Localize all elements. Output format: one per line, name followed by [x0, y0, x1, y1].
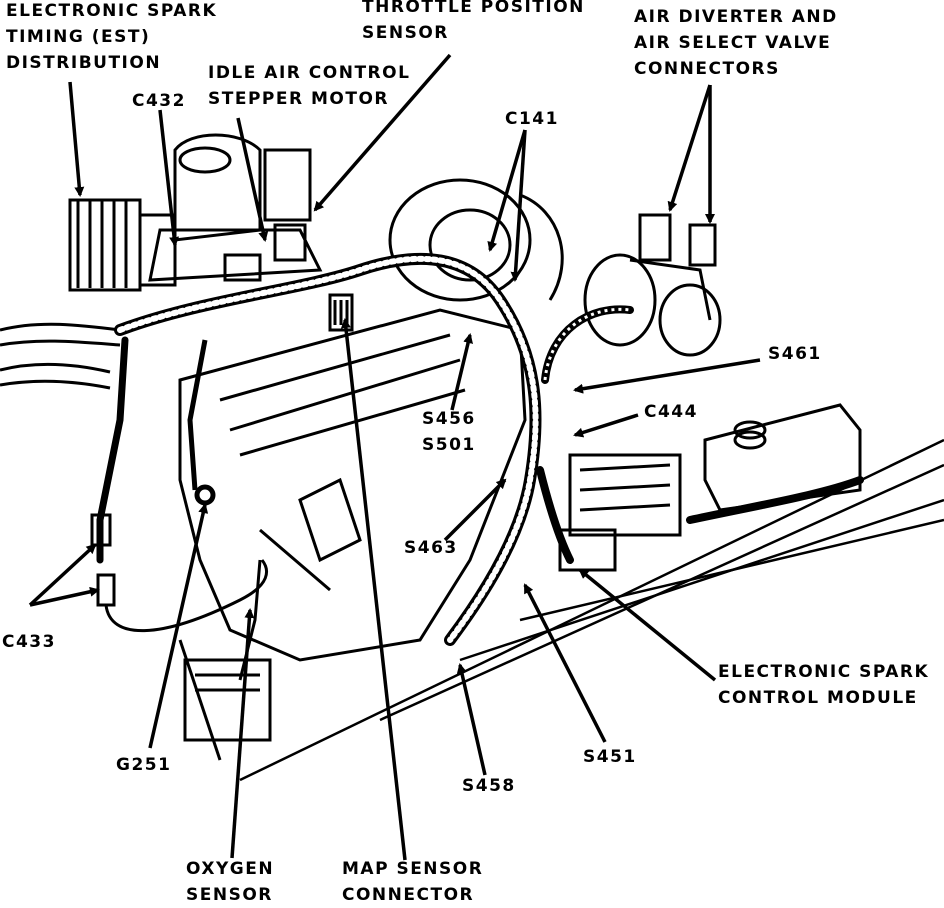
label-s463: S463 — [404, 535, 458, 561]
main-harness-inner — [117, 255, 539, 643]
label-g251: G251 — [116, 752, 171, 778]
label-line: TIMING (EST) — [6, 27, 151, 47]
est-distribution-block — [68, 198, 177, 292]
label-line: MAP SENSOR — [342, 859, 484, 879]
label-line: CONNECTOR — [342, 885, 475, 905]
reservoir — [703, 403, 862, 512]
label-est-distribution: ELECTRONIC SPARK TIMING (EST) DISTRIBUTI… — [6, 0, 217, 76]
label-line: S463 — [404, 538, 458, 558]
label-line: C433 — [2, 632, 56, 652]
spark-control-module — [558, 453, 682, 572]
label-line: CONTROL MODULE — [718, 688, 918, 708]
label-s461: S461 — [768, 341, 822, 367]
label-s456-s501: S456 S501 — [422, 406, 476, 458]
label-c432: C432 — [132, 88, 186, 114]
label-line: S501 — [422, 435, 476, 455]
label-idle-air-control: IDLE AIR CONTROL STEPPER MOTOR — [208, 60, 410, 112]
label-line: CONNECTORS — [634, 59, 780, 79]
oxygen-sensor-wires — [183, 559, 272, 742]
label-line: DISTRIBUTION — [6, 53, 162, 73]
label-c141: C141 — [505, 106, 559, 132]
label-line: IDLE AIR CONTROL — [208, 63, 411, 83]
fan-pulley — [388, 178, 564, 302]
label-s451: S451 — [583, 744, 637, 770]
label-line: STEPPER MOTOR — [208, 89, 389, 109]
label-line: ELECTRONIC SPARK — [6, 1, 218, 21]
label-c433: C433 — [2, 629, 56, 655]
label-line: S461 — [768, 344, 822, 364]
label-line: S451 — [583, 747, 637, 767]
label-line: AIR SELECT VALVE — [634, 33, 832, 53]
label-line: AIR DIVERTER AND — [634, 7, 838, 27]
throttle-body — [148, 133, 323, 282]
label-line: S458 — [462, 776, 516, 796]
fender-lines — [239, 438, 944, 782]
leader-arrows — [28, 53, 761, 861]
module-harness — [536, 466, 864, 564]
left-harness — [96, 336, 129, 564]
g251-wire — [187, 339, 216, 506]
label-line: THROTTLE POSITION — [362, 0, 585, 17]
label-electronic-spark-control-module: ELECTRONIC SPARK CONTROL MODULE — [718, 659, 929, 711]
label-line: C141 — [505, 109, 559, 129]
label-line: OXYGEN — [186, 859, 275, 879]
label-map-sensor-connector: MAP SENSOR CONNECTOR — [342, 856, 483, 908]
label-s458: S458 — [462, 773, 516, 799]
label-oxygen-sensor: OXYGEN SENSOR — [186, 856, 274, 908]
air-valve-assembly — [583, 213, 722, 357]
label-c444: C444 — [644, 399, 698, 425]
label-throttle-position-sensor: THROTTLE POSITION SENSOR — [362, 0, 585, 46]
label-line: SENSOR — [186, 885, 273, 905]
label-line: G251 — [116, 755, 172, 775]
map-connector — [328, 293, 354, 332]
label-line: C432 — [132, 91, 186, 111]
left-hoses — [0, 322, 121, 390]
label-line: S456 — [422, 409, 476, 429]
label-air-diverter: AIR DIVERTER AND AIR SELECT VALVE CONNEC… — [634, 4, 838, 82]
label-line: SENSOR — [362, 23, 449, 43]
label-line: ELECTRONIC SPARK — [718, 662, 930, 682]
label-line: C444 — [644, 402, 698, 422]
